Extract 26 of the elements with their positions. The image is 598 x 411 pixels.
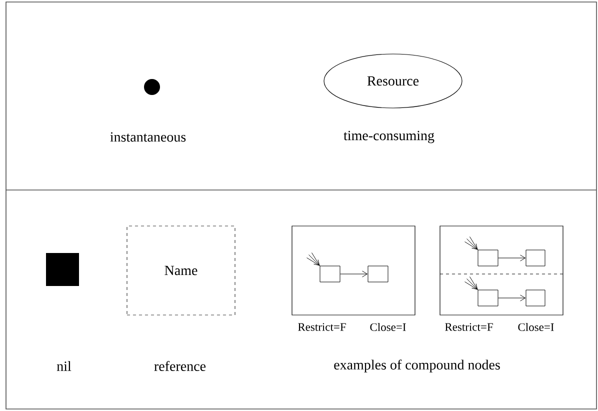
arrow bbox=[498, 254, 526, 262]
arrow bbox=[498, 294, 526, 302]
incoming-arrows bbox=[464, 236, 478, 250]
small-box bbox=[320, 266, 340, 282]
small-box bbox=[526, 250, 546, 266]
node-label: reference bbox=[154, 360, 206, 371]
node-label: instantaneous bbox=[110, 132, 186, 142]
reference-box: Name bbox=[126, 226, 236, 316]
small-box bbox=[526, 290, 546, 306]
incoming-arrows bbox=[464, 276, 478, 290]
small-box bbox=[478, 250, 498, 266]
instant-dot bbox=[144, 79, 160, 95]
small-box bbox=[368, 266, 388, 282]
arrow bbox=[340, 270, 368, 278]
node-label: Restrict=F bbox=[445, 323, 493, 331]
node-label: Restrict=F bbox=[298, 323, 346, 331]
nil-square bbox=[46, 253, 79, 286]
compound-box bbox=[292, 226, 416, 316]
small-box bbox=[478, 290, 498, 306]
caption: examples of compound nodes bbox=[334, 360, 500, 372]
caption: nil bbox=[56, 361, 72, 371]
compound-box bbox=[440, 226, 564, 316]
node-label: Close=I bbox=[518, 322, 554, 332]
node-label: Close=I bbox=[370, 322, 406, 332]
node-label: time-consuming bbox=[344, 130, 434, 144]
incoming-arrows bbox=[306, 252, 320, 266]
